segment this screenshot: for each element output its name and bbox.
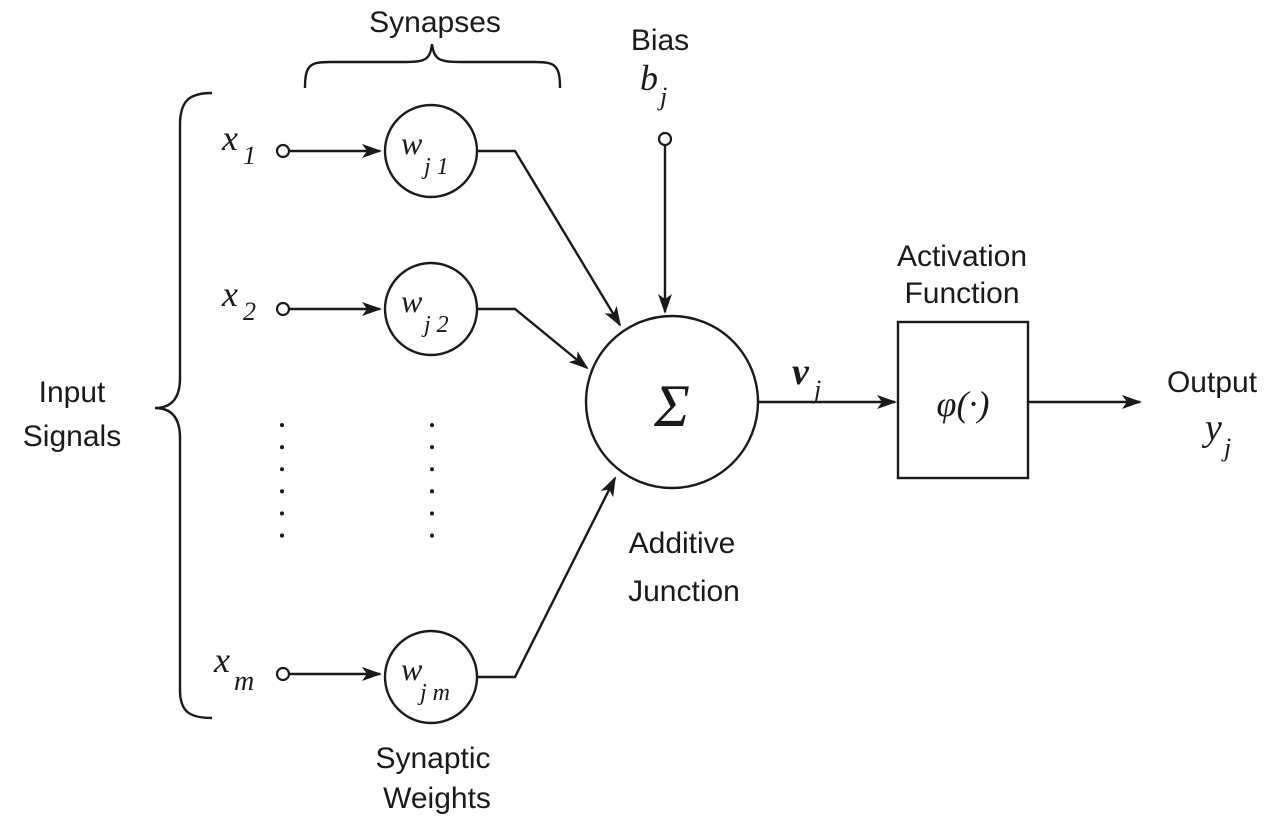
bias-label: Bias — [631, 24, 689, 57]
sigma-symbol: Σ — [653, 373, 690, 439]
w1-subscript: j 1 — [421, 154, 449, 180]
output-symbol: y — [1201, 407, 1222, 449]
phi-symbol: φ(·) — [937, 384, 990, 424]
x2-symbol: x — [221, 274, 238, 314]
input-signals-label-2: Signals — [23, 420, 121, 453]
bias-subscript: j — [657, 82, 667, 111]
bias-symbol: b — [640, 58, 658, 98]
synaptic-weights-label-2: Weights — [383, 782, 491, 815]
output-subscript: j — [1221, 433, 1231, 462]
input-x1: x 1 — [221, 118, 256, 170]
x2-subscript: 2 — [243, 297, 256, 326]
x1-subscript: 1 — [243, 141, 256, 170]
w2-symbol: w — [401, 283, 423, 319]
synapses-label: Synapses — [369, 6, 501, 39]
synapses-brace — [303, 43, 562, 89]
x1-symbol: x — [221, 118, 238, 158]
xm-subscript: m — [234, 666, 254, 697]
induced-field-symbol: v — [792, 351, 810, 393]
wm-symbol: w — [401, 651, 423, 687]
weight-to-sum-1 — [477, 149, 622, 327]
activation-function-box — [896, 320, 1030, 480]
additive-junction-label-2: Junction — [628, 575, 740, 608]
weight-node-1 — [383, 103, 479, 199]
activation-function-label: Activation — [897, 240, 1027, 273]
input-terminal-2 — [275, 301, 291, 317]
activation-function-label-2: Function — [904, 277, 1019, 310]
weight-to-sum-2 — [477, 307, 589, 370]
input-terminal-m — [275, 666, 291, 682]
output-label: Output — [1167, 366, 1258, 399]
bias-terminal — [657, 131, 673, 147]
w2-subscript: j 2 — [421, 312, 449, 338]
weight-node-2 — [383, 261, 479, 357]
input-x2: x 2 — [221, 274, 256, 326]
w1-symbol: w — [401, 125, 423, 161]
input-terminal-1 — [275, 143, 291, 159]
input-xm: x m — [213, 640, 254, 697]
additive-junction-label: Additive — [629, 527, 736, 560]
weight-to-sum-m — [477, 476, 617, 679]
input-signals-label: Input — [39, 376, 106, 409]
xm-symbol: x — [213, 640, 230, 680]
input-signals-brace — [154, 91, 213, 720]
synaptic-weights-label: Synaptic — [375, 742, 490, 775]
weight-node-m — [383, 629, 479, 725]
wm-subscript: j m — [417, 680, 450, 706]
induced-field-subscript: j — [811, 375, 821, 404]
